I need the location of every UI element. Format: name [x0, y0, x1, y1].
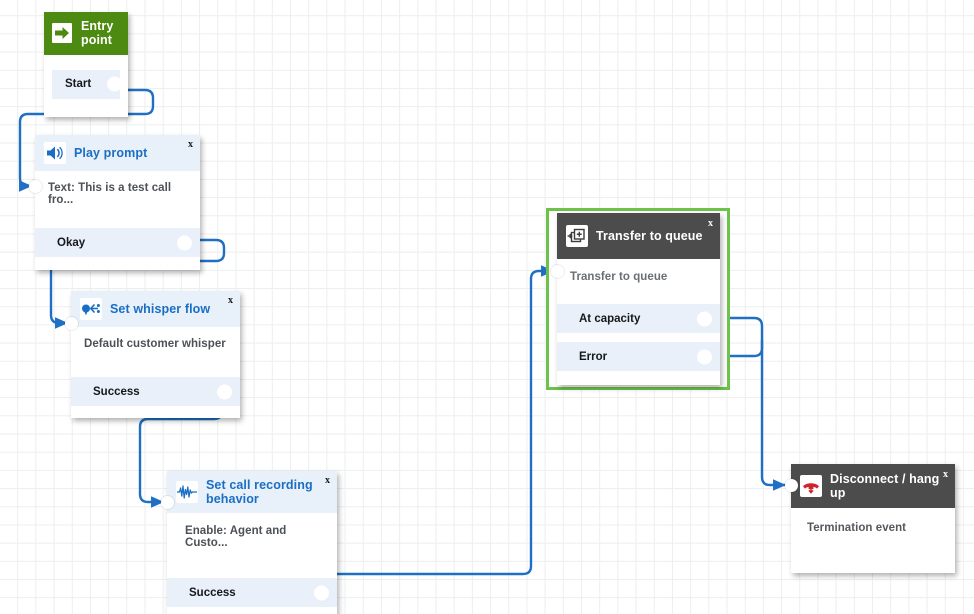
close-icon[interactable]: x [943, 469, 948, 480]
node-set-whisper-flow[interactable]: Set whisper flow x Default customer whis… [71, 291, 240, 418]
port-knob[interactable] [697, 311, 712, 326]
node-disconnect-hang-up[interactable]: Disconnect / hang up x Termination event [791, 464, 955, 573]
node-body-text: Transfer to queue [570, 271, 668, 283]
phone-hangup-icon [800, 475, 822, 497]
port-knob[interactable] [697, 349, 712, 364]
node-header: Transfer to queue x [557, 213, 720, 259]
node-title: Set whisper flow [110, 301, 211, 316]
port-success[interactable]: Success [167, 578, 337, 607]
port-label: Okay [57, 236, 86, 249]
port-label: Success [93, 385, 140, 398]
port-knob[interactable] [107, 76, 122, 92]
wire-recording-to-transfer [329, 265, 554, 576]
node-header: Set whisper flow x [71, 291, 240, 327]
node-input-port-recording[interactable] [161, 496, 174, 509]
node-body-text: Enable: Agent and Custo... [185, 525, 287, 549]
close-icon[interactable]: x [188, 139, 193, 150]
entry-arrow-icon [51, 22, 73, 44]
port-okay[interactable]: Okay [35, 228, 200, 257]
node-play-prompt[interactable]: Play prompt x Text: This is a test call … [35, 135, 200, 270]
node-body-text: Termination event [807, 522, 907, 534]
node-input-port-disconnect[interactable] [785, 479, 798, 492]
close-icon[interactable]: x [228, 295, 233, 306]
speaker-icon [44, 142, 66, 164]
node-input-port-whisper[interactable] [65, 317, 78, 330]
port-knob[interactable] [314, 585, 329, 600]
node-header: Play prompt x [35, 135, 200, 171]
port-error[interactable]: Error [557, 342, 720, 371]
node-transfer-to-queue[interactable]: Transfer to queue x Transfer to queue At… [557, 213, 720, 385]
close-icon[interactable]: x [325, 475, 330, 486]
close-icon[interactable]: x [708, 218, 713, 229]
port-label: At capacity [579, 312, 641, 325]
node-title: Disconnect / hang up [830, 471, 940, 500]
node-body-text: Text: This is a test call fro... [48, 182, 172, 206]
node-set-call-recording-behavior[interactable]: Set call recording behavior x Enable: Ag… [167, 471, 337, 614]
node-body-text: Default customer whisper [84, 338, 226, 350]
transfer-queue-icon [566, 225, 588, 247]
port-knob[interactable] [177, 235, 192, 250]
port-at-capacity[interactable]: At capacity [557, 304, 720, 333]
waveform-icon [176, 481, 198, 503]
node-input-port-play-prompt[interactable] [29, 180, 42, 193]
node-entry-point[interactable]: Entry point Start [44, 12, 128, 117]
node-input-port-transfer[interactable] [551, 265, 564, 278]
port-knob[interactable] [217, 384, 232, 399]
node-title: Set call recording behavior [206, 477, 313, 506]
node-title: Entry point [81, 19, 114, 48]
node-header: Set call recording behavior x [167, 471, 337, 513]
node-title: Transfer to queue [596, 228, 703, 243]
port-label: Error [579, 350, 608, 363]
port-label: Start [65, 78, 92, 91]
port-success[interactable]: Success [71, 377, 240, 406]
node-header: Entry point [44, 12, 128, 55]
node-title: Play prompt [74, 145, 148, 160]
port-start[interactable]: Start [52, 69, 122, 99]
port-label: Success [189, 586, 236, 599]
whisper-flow-icon [80, 298, 102, 320]
node-header: Disconnect / hang up x [791, 464, 955, 508]
